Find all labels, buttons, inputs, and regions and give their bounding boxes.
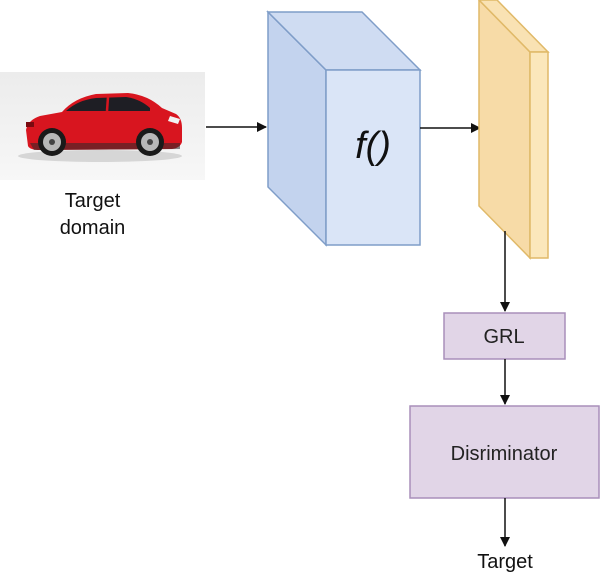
feature-slab xyxy=(477,0,550,260)
grl-label: GRL xyxy=(483,326,524,348)
output-label: Target xyxy=(477,551,533,573)
input-label: Target domain xyxy=(20,188,165,242)
car-wheel-rear xyxy=(38,128,66,156)
discriminator-label: Disriminator xyxy=(451,443,558,465)
grl-box: GRL xyxy=(443,312,566,360)
encoder-label: f() xyxy=(355,125,391,167)
input-label-line1: Target xyxy=(64,190,121,212)
encoder-front-face xyxy=(325,69,421,246)
discriminator-box: Disriminator xyxy=(409,405,600,499)
encoder-block: f() xyxy=(266,10,422,247)
car-wheel-front xyxy=(136,128,164,156)
car-image xyxy=(0,72,205,180)
input-label-line2: domain xyxy=(59,217,126,239)
feature-side-face xyxy=(529,51,549,259)
